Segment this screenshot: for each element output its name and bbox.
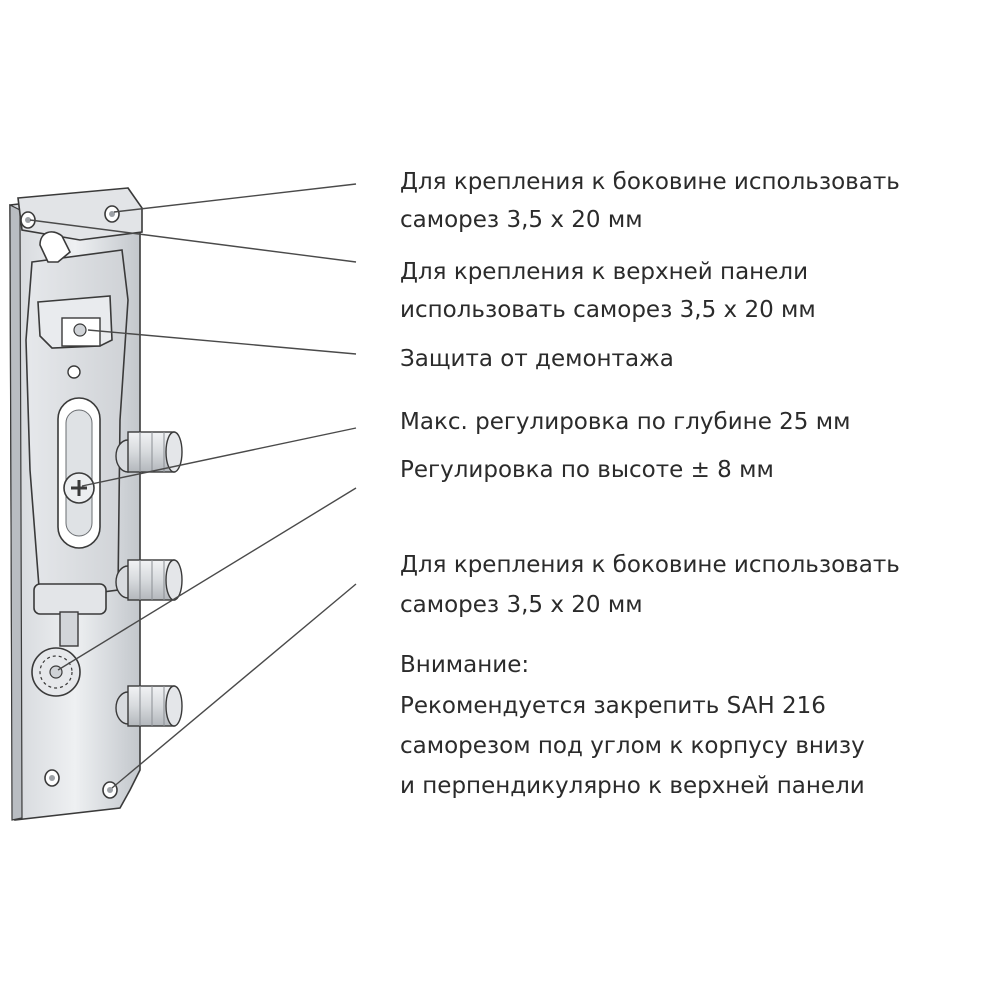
leader-top-panel xyxy=(29,219,357,263)
depth-adjust-screw xyxy=(63,472,95,504)
adjustment-plate xyxy=(25,231,129,601)
leader-depth-adjust xyxy=(81,427,357,487)
dowel-middle xyxy=(115,559,183,601)
dowel-upper xyxy=(115,431,183,473)
leader-anti-removal xyxy=(87,329,357,355)
callout-warning-line-3: и перпендикулярно к верхней панели xyxy=(400,773,865,799)
dowel-lower xyxy=(115,685,183,727)
leader-lines xyxy=(29,183,357,789)
callout-warning-heading: Внимание: xyxy=(400,652,530,678)
callout-top-panel-line-2: использовать саморез 3,5 х 20 мм xyxy=(400,297,816,323)
callout-warning-line-1: Рекомендуется закрепить SAH 216 xyxy=(400,693,826,719)
callout-side-screw-top-line-1: Для крепления к боковине использовать xyxy=(400,169,900,195)
leader-side-screw-top xyxy=(113,183,357,213)
callout-side-screw-top-line-2: саморез 3,5 х 20 мм xyxy=(400,207,643,233)
callout-depth-adjust: Макс. регулировка по глубине 25 мм xyxy=(400,409,851,435)
callout-height-adjust: Регулировка по высоте ± 8 мм xyxy=(400,457,774,483)
callout-side-screw-bottom-line-1: Для крепления к боковине использовать xyxy=(400,552,900,578)
height-adjust-cam xyxy=(31,583,107,697)
callout-top-panel-line-1: Для крепления к верхней панели xyxy=(400,259,809,285)
bottom-mounting-holes xyxy=(44,769,118,799)
leader-side-screw-bottom xyxy=(111,583,357,789)
callout-anti-removal: Защита от демонтажа xyxy=(400,346,674,372)
callout-warning-line-2: саморезом под углом к корпусу внизу xyxy=(400,733,865,759)
leader-height-adjust xyxy=(57,487,357,671)
callout-side-screw-bottom-line-2: саморез 3,5 х 20 мм xyxy=(400,592,643,618)
